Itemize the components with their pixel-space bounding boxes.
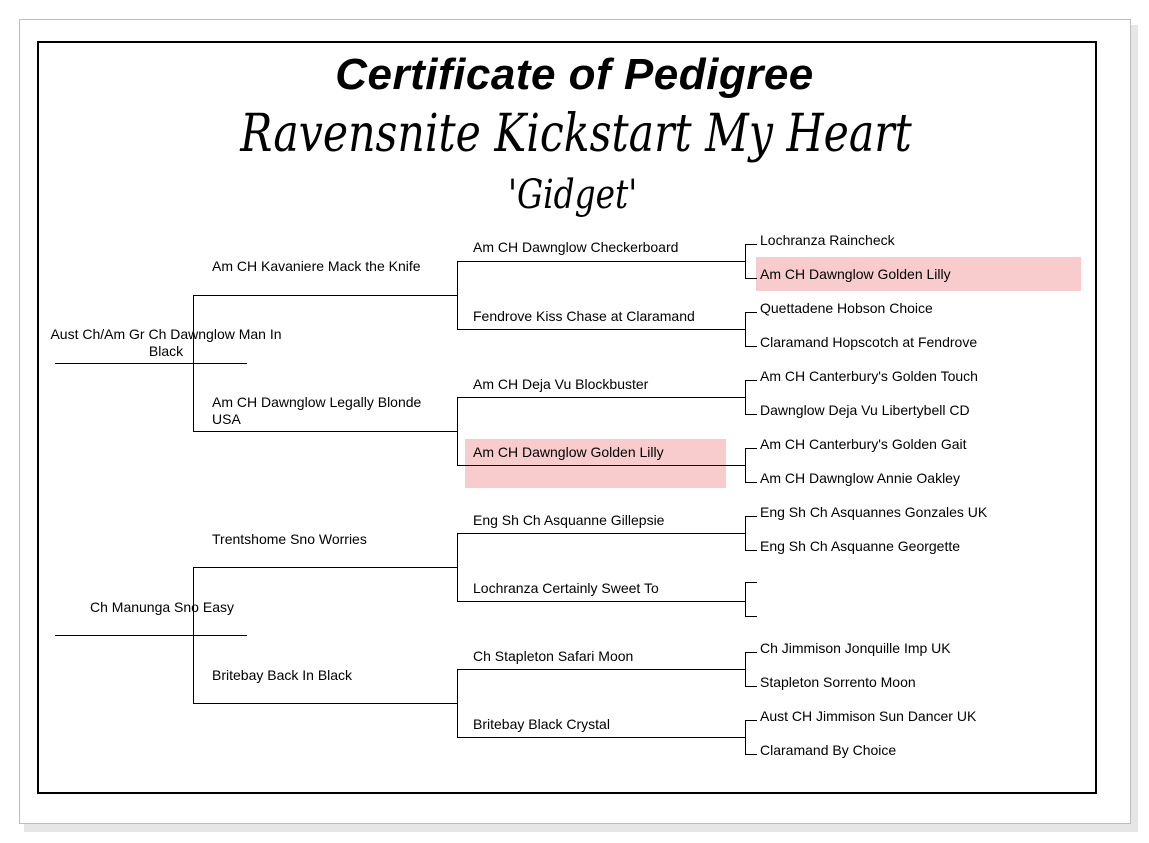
dam-bracket-vertical xyxy=(193,567,194,704)
gen4-tick-16 xyxy=(745,754,757,755)
gen4-bracket-7 xyxy=(745,652,746,687)
certificate-title: Certificate of Pedigree xyxy=(335,50,814,99)
gen4-bracket-1 xyxy=(745,244,746,279)
gen4-tick-13 xyxy=(745,652,757,653)
sire-name: Aust Ch/Am Gr Ch Dawnglow Man In Black xyxy=(50,326,282,359)
great-grandparent-1-line xyxy=(457,261,746,262)
gen3-bracket-3 xyxy=(457,533,458,602)
gen4-tick-10 xyxy=(745,550,757,551)
gg-grandparent-8: Am CH Dawnglow Annie Oakley xyxy=(760,470,960,486)
gg-grandparent-14: Stapleton Sorrento Moon xyxy=(760,674,916,690)
gen4-bracket-8 xyxy=(745,720,746,755)
great-grandparent-3-line xyxy=(457,397,746,398)
gen3-bracket-1 xyxy=(457,261,458,330)
great-grandparent-6: Lochranza Certainly Sweet To xyxy=(473,580,659,596)
call-name: 'Gidget' xyxy=(507,172,638,218)
grandparent-3-line xyxy=(193,567,458,568)
gen4-tick-6 xyxy=(745,414,757,415)
highlight-repeated-ancestor-gen3 xyxy=(465,439,726,488)
gen4-bracket-6 xyxy=(745,582,746,617)
grandparent-2: Am CH Dawnglow Legally Blonde USA xyxy=(212,394,422,427)
gen4-tick-15 xyxy=(745,720,757,721)
gg-grandparent-10: Eng Sh Ch Asquanne Georgette xyxy=(760,538,961,554)
great-grandparent-7-line xyxy=(457,669,746,670)
gg-grandparent-4: Claramand Hopscotch at Fendrove xyxy=(760,334,978,350)
gen4-tick-14 xyxy=(745,686,757,687)
grandparent-4-line xyxy=(193,703,458,704)
gg-grandparent-7: Am CH Canterbury's Golden Gait xyxy=(760,436,967,452)
great-grandparent-8: Britebay Black Crystal xyxy=(473,716,610,732)
grandparent-1: Am CH Kavaniere Mack the Knife xyxy=(212,258,421,274)
great-grandparent-2: Fendrove Kiss Chase at Claramand xyxy=(473,308,695,324)
great-grandparent-5-line xyxy=(457,533,746,534)
gen4-tick-5 xyxy=(745,380,757,381)
gen4-bracket-3 xyxy=(745,380,746,415)
great-grandparent-6-line xyxy=(457,601,746,602)
gen3-bracket-4 xyxy=(457,669,458,738)
great-grandparent-2-line xyxy=(457,329,746,330)
great-grandparent-4-line xyxy=(457,465,746,466)
gen4-tick-1 xyxy=(745,244,757,245)
gg-grandparent-15: Aust CH Jimmison Sun Dancer UK xyxy=(760,708,977,724)
gen4-tick-12 xyxy=(745,616,757,617)
great-grandparent-8-line xyxy=(457,737,746,738)
certificate-border xyxy=(37,41,1097,794)
great-grandparent-1: Am CH Dawnglow Checkerboard xyxy=(473,239,679,255)
highlight-repeated-ancestor-gen4 xyxy=(756,257,1081,291)
dam-line xyxy=(55,635,247,636)
gen4-bracket-4 xyxy=(745,448,746,483)
great-grandparent-3: Am CH Deja Vu Blockbuster xyxy=(473,376,649,392)
grandparent-3: Trentshome Sno Worries xyxy=(212,531,367,547)
sire-line xyxy=(55,363,247,364)
registered-name: Ravensnite Kickstart My Heart xyxy=(240,104,912,164)
grandparent-4: Britebay Back In Black xyxy=(212,667,353,683)
gg-grandparent-16: Claramand By Choice xyxy=(760,742,897,758)
sire-bracket-vertical xyxy=(193,295,194,432)
gg-grandparent-5: Am CH Canterbury's Golden Touch xyxy=(760,368,978,384)
gen4-bracket-5 xyxy=(745,516,746,551)
gg-grandparent-13: Ch Jimmison Jonquille Imp UK xyxy=(760,640,951,656)
gen4-tick-7 xyxy=(745,448,757,449)
gen4-tick-3 xyxy=(745,312,757,313)
gen4-tick-9 xyxy=(745,516,757,517)
gg-grandparent-6: Dawnglow Deja Vu Libertybell CD xyxy=(760,402,970,418)
dam-name: Ch Manunga Sno Easy xyxy=(90,599,234,615)
gg-grandparent-1: Lochranza Raincheck xyxy=(760,232,895,248)
gen4-tick-11 xyxy=(745,582,757,583)
gen4-bracket-2 xyxy=(745,312,746,347)
gen4-tick-2 xyxy=(745,278,757,279)
gen4-tick-8 xyxy=(745,482,757,483)
great-grandparent-4: Am CH Dawnglow Golden Lilly xyxy=(473,444,664,460)
grandparent-2-line xyxy=(193,431,458,432)
great-grandparent-5: Eng Sh Ch Asquanne Gillepsie xyxy=(473,512,665,528)
certificate-page xyxy=(19,19,1131,824)
great-grandparent-7: Ch Stapleton Safari Moon xyxy=(473,648,634,664)
gen3-bracket-2 xyxy=(457,397,458,466)
gen4-tick-4 xyxy=(745,346,757,347)
gg-grandparent-3: Quettadene Hobson Choice xyxy=(760,300,933,316)
gg-grandparent-2: Am CH Dawnglow Golden Lilly xyxy=(760,266,951,282)
gg-grandparent-9: Eng Sh Ch Asquannes Gonzales UK xyxy=(760,504,988,520)
grandparent-1-line xyxy=(193,295,458,296)
